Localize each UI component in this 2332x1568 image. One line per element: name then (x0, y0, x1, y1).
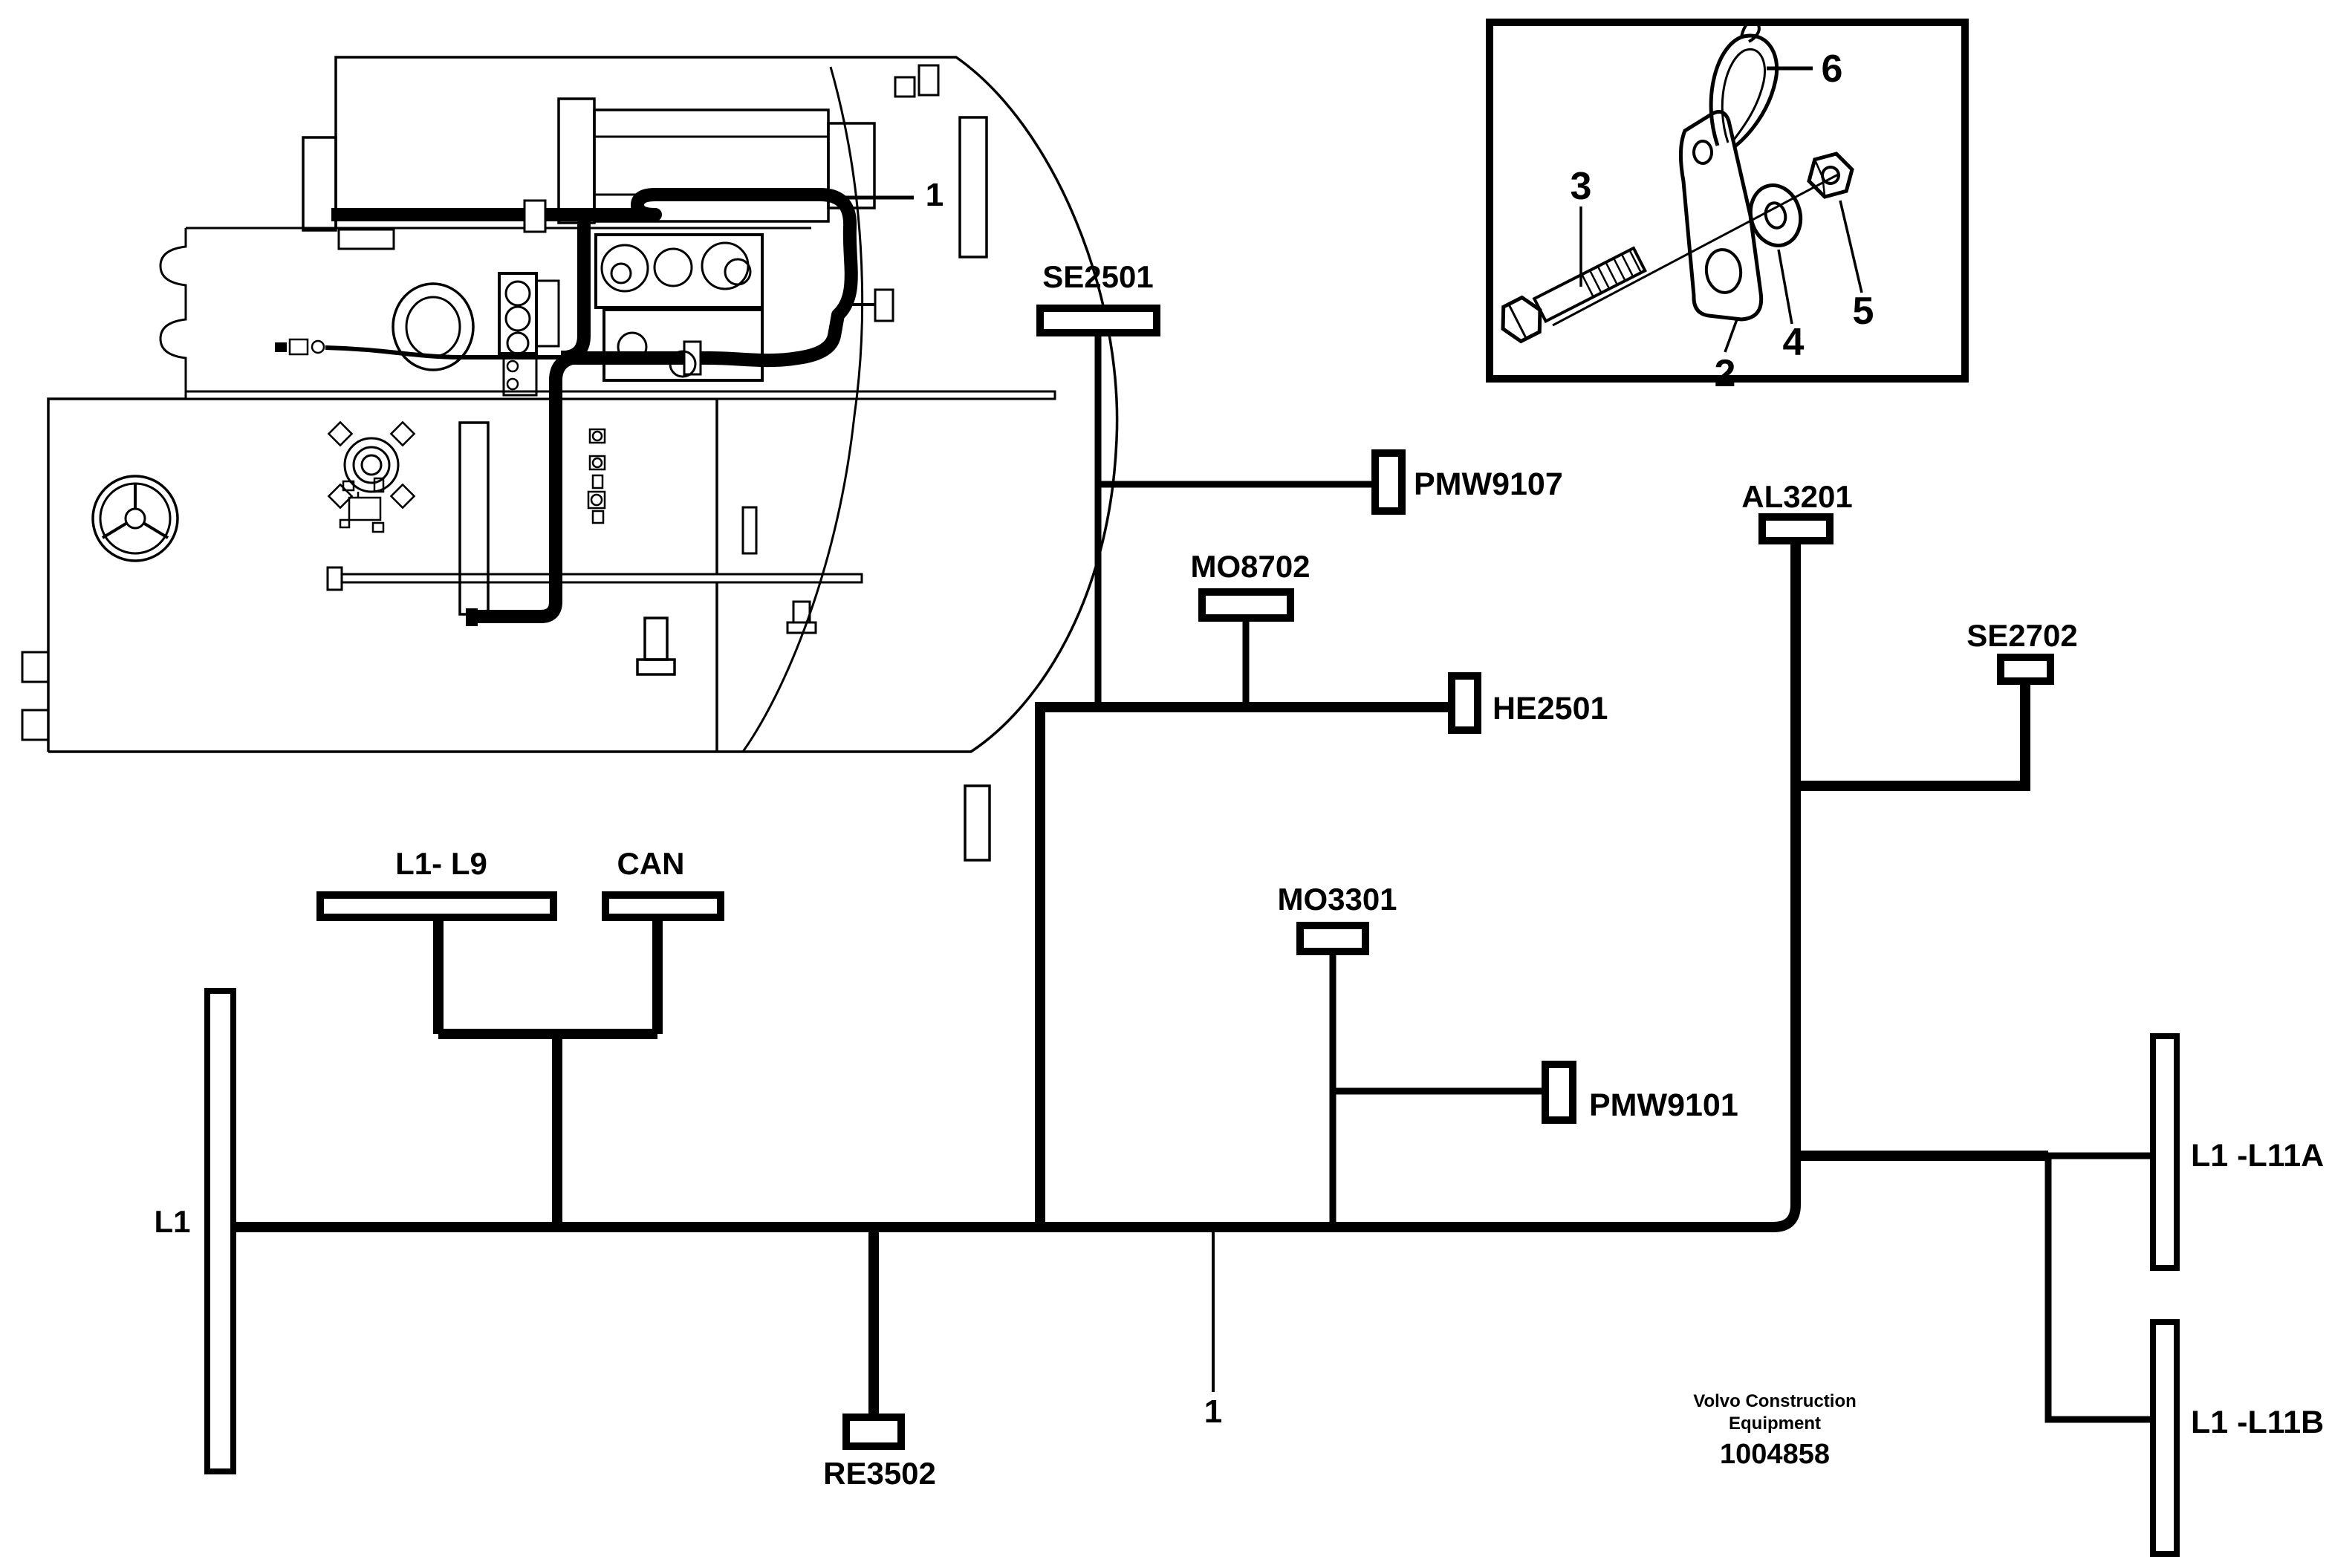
l1-l11b-label: L1 -L11B (2191, 1405, 2324, 1440)
l1-l11b-bar (2150, 1319, 2180, 1557)
company-name-line2: Equipment (1729, 1414, 1821, 1434)
machine-detail (964, 784, 991, 862)
plug-wire (325, 345, 572, 360)
company-name-line1: Volvo Construction (1693, 1391, 1857, 1411)
nut-drawing (1807, 152, 1854, 199)
part4-label: 4 (1783, 321, 1805, 364)
bus-callout-label: 1 (1204, 1393, 1222, 1430)
cable-connector (683, 340, 702, 376)
l1-l11b-link (2044, 1156, 2153, 1423)
main-bus (236, 544, 1801, 1232)
se2702-connector (1997, 654, 2054, 685)
l1l9-label: L1- L9 (395, 846, 487, 881)
bracket-drawing (1678, 110, 1764, 322)
pmw9101-connector (1542, 1061, 1576, 1124)
round-gauge (392, 282, 475, 371)
floor-bolt (636, 617, 676, 676)
cylinder-left-plate (557, 97, 596, 224)
part3-label: 3 (1571, 165, 1592, 208)
machine-tab (21, 709, 50, 741)
footer: Volvo Construction Equipment 1004858 (1693, 1391, 1857, 1470)
bolt-drawing (1501, 246, 1648, 344)
machine-inner-arc (741, 66, 864, 752)
cross-mount (327, 420, 416, 510)
cylinder-barrel (593, 108, 830, 223)
connector-column (587, 428, 606, 524)
se2702-label: SE2702 (1966, 618, 2077, 653)
cylinder-side-plate (958, 116, 988, 258)
can-connector (602, 891, 724, 921)
cable-tie-drawing (1709, 19, 1779, 149)
machine-detail (917, 64, 940, 97)
machine-left-profile (159, 228, 187, 391)
machine-detail (786, 600, 817, 634)
he2501-connector (1448, 672, 1481, 734)
l1-bar (204, 988, 236, 1474)
assembly-axis (1552, 172, 1840, 327)
se2501-label: SE2501 (1042, 259, 1153, 294)
machine-dash-rail (340, 573, 863, 584)
part2-leader (1724, 319, 1738, 353)
l1-label: L1 (154, 1204, 190, 1239)
al3201-label: AL3201 (1741, 479, 1852, 514)
plug (311, 339, 325, 354)
machine-tab (21, 651, 50, 683)
upper-trunk (1035, 702, 1448, 1227)
mo8702-connector (1198, 588, 1294, 622)
machine-detail (741, 506, 758, 555)
harness-cable (275, 188, 894, 626)
plug (288, 338, 309, 356)
cable-connector (874, 288, 894, 322)
part5-label: 5 (1853, 290, 1874, 333)
l1-l11a-bar (2150, 1033, 2180, 1271)
part4-leader (1777, 249, 1793, 325)
machine-shelf (184, 390, 1056, 400)
machine-tab (337, 228, 395, 250)
harness-schematic: 1 SE2501 PMW9107 MO8702 HE2501 AL3201 SE… (154, 259, 2324, 1557)
cable-connector (523, 199, 547, 233)
machine-rail-cap (326, 566, 343, 591)
machine-left-protrusion (302, 136, 337, 232)
mo3301-connector (1296, 922, 1369, 955)
mounting-parts-inset: 3 2 4 5 6 (1486, 19, 1969, 395)
mo3301-label: MO3301 (1277, 882, 1397, 917)
l1l9-connector (316, 891, 557, 921)
re3502-connector (842, 1414, 905, 1450)
can-label: CAN (617, 846, 685, 881)
se2702-branch (1796, 685, 2030, 791)
lamp-cluster (498, 272, 560, 397)
cable-end-cap (466, 608, 478, 626)
part5-leader (1839, 200, 1863, 293)
part6-label: 6 (1822, 48, 1843, 91)
washer-drawing (1748, 183, 1803, 248)
console-rect (458, 421, 490, 616)
machine-inset: 1 (21, 56, 1119, 862)
machine-detail (894, 76, 916, 98)
se2501-connector (1036, 305, 1160, 336)
part2-label: 2 (1715, 352, 1736, 395)
re3502-label: RE3502 (823, 1456, 936, 1491)
al3201-connector (1758, 513, 1834, 544)
plug (275, 342, 287, 352)
gauge-panel-lower (603, 308, 764, 382)
mo8702-label: MO8702 (1190, 549, 1310, 584)
document-number: 1004858 (1720, 1439, 1830, 1470)
steering-wheel (91, 475, 179, 562)
gauge-panel-upper (594, 233, 764, 309)
he2501-label: HE2501 (1493, 691, 1608, 726)
pmw9101-label: PMW9101 (1589, 1087, 1738, 1123)
harness-callout-label: 1 (926, 177, 943, 213)
pmw9107-connector (1371, 449, 1406, 515)
pmw9107-label: PMW9107 (1414, 466, 1563, 502)
l1-l11a-label: L1 -L11A (2191, 1138, 2324, 1174)
machine-outline (48, 56, 1119, 753)
pedal-bracket (339, 477, 385, 533)
